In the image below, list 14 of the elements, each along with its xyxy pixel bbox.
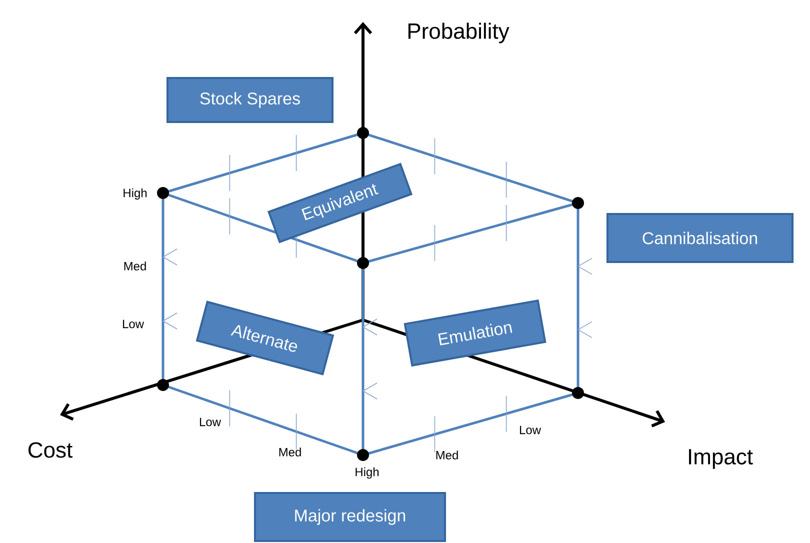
tick-label: High [356, 467, 379, 479]
tick-label: High [124, 188, 147, 200]
option-box: Major redesign [254, 492, 446, 542]
axis-label: Probability [408, 22, 510, 44]
option-box: Stock Spares [166, 77, 334, 123]
tick-label: Med [124, 262, 146, 270]
tick-label: Low [520, 426, 542, 434]
axis-label: Impact [689, 449, 753, 469]
axis-label: Cost [28, 442, 72, 458]
tick-label: Low [200, 418, 222, 426]
tick-label: Med [279, 448, 301, 456]
tick-label: Low [122, 320, 144, 328]
option-box: Cannibalisation [606, 213, 794, 263]
tick-label: Med [436, 450, 458, 460]
